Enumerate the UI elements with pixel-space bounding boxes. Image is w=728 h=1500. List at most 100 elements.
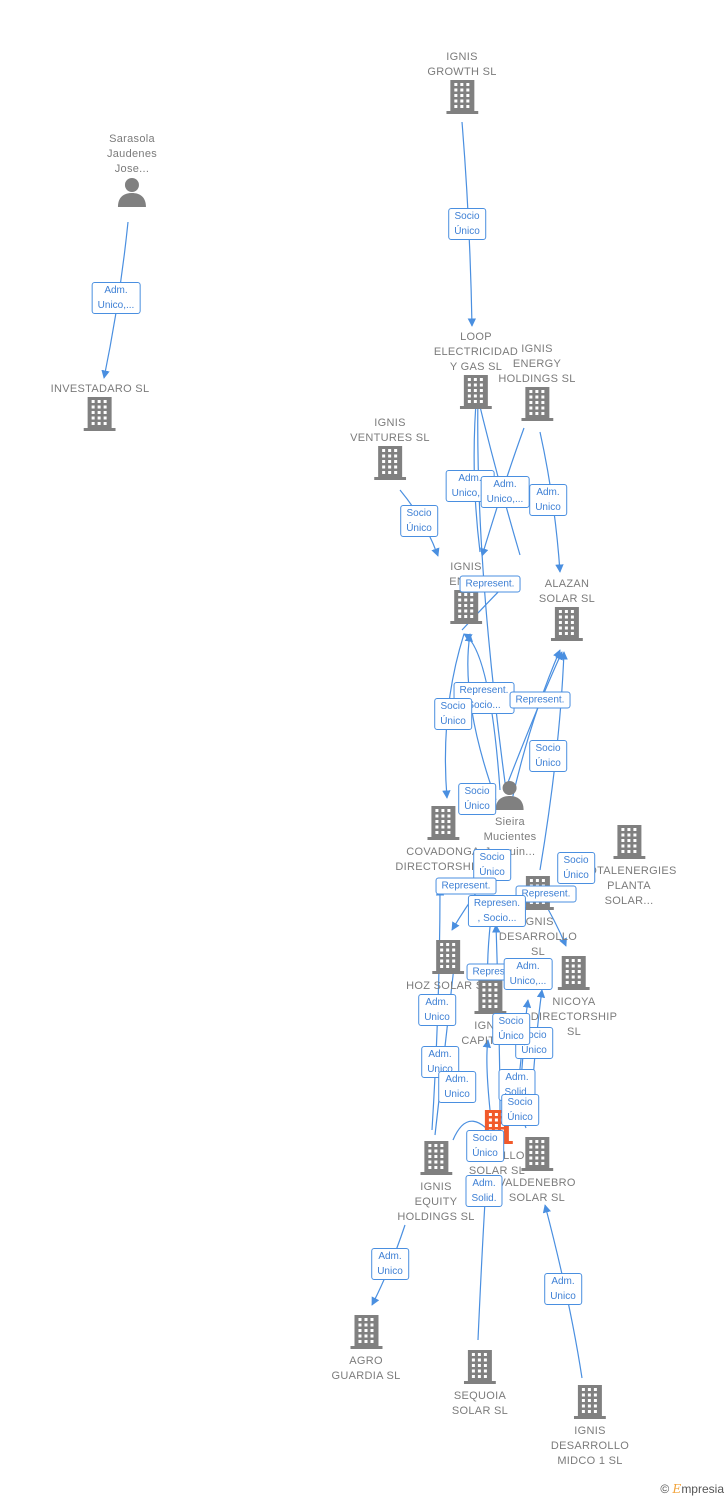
relation-label-line: Socio [535,743,561,754]
person-icon [117,177,147,212]
node-label-line: ALAZAN [544,578,590,590]
node-label-line: ENERGY [512,358,562,370]
relation-label-line: Represent. [465,578,515,590]
node-label-line: IGNIS [450,561,482,573]
relation-label[interactable]: Adm.Unico,... [503,958,553,990]
node-hoz-solar[interactable]: HOZ SOLAR SL [406,940,490,994]
node-investadaro[interactable]: INVESTADARO SL [51,382,150,436]
relation-label[interactable]: Represen., Socio... [467,895,527,927]
node-label-line: HOLDINGS SL [397,1211,475,1223]
edge-arrow [482,1039,492,1111]
building-icon [613,825,645,864]
relation-label[interactable]: Represent. [459,575,521,593]
node-label-line: Sarasola [109,133,155,145]
node-agro-guardia[interactable]: AGRO GUARDIA SL [331,1315,400,1384]
relation-label-line: Socio [498,1016,524,1027]
relation-label-line: Socio [521,1030,547,1041]
relation-label-line: Unico [444,1089,470,1100]
relation-label[interactable]: Represent. [435,877,497,895]
node-label-line: IGNIS [446,51,478,63]
node-label-line: VENTURES SL [350,432,430,444]
relation-label[interactable]: Adm.Unico,... [480,476,530,508]
relation-label-line: Represent. [459,685,509,696]
relation-label-line: Adm. [104,285,128,296]
node-label-line: SL [566,1026,582,1038]
relation-label-line: Único [535,758,561,769]
relation-label-line: Represent. [515,694,565,706]
relation-label-line: Unico [535,502,561,513]
relation-label-line: Socio [464,786,490,797]
relation-label-line: Adm. [536,487,560,498]
node-ignis-ener[interactable]: IGNISENE... [449,560,483,629]
building-icon [374,446,406,485]
edge-arrow [473,389,521,556]
relation-label-line: Socio... [467,700,501,711]
relation-label[interactable]: Adm.Unico [544,1273,582,1305]
relation-label[interactable]: Adm. Unico [529,484,567,516]
node-label-line: ELECTRICIDAD [433,346,519,358]
relation-label-line: Adm. [472,1178,496,1189]
relation-label-line: Adm. [505,1072,529,1083]
node-label-line: GROWTH SL [427,66,497,78]
relation-label[interactable]: Represent. [515,885,577,903]
brand-footer: © Empresia [660,1482,724,1496]
node-label-line: HOZ SOLAR SL [406,980,490,992]
node-label-line: LOOP [460,331,492,343]
brand-initial: E [672,1482,682,1496]
node-ignis-growth[interactable]: IGNIS GROWTH SL [427,50,496,119]
relation-label-line: Unico,... [97,300,135,311]
building-icon [558,956,590,995]
relation-label-line: Único [507,1112,533,1123]
relation-label-line: Solid. [471,1193,497,1204]
node-label-line: SEQUOIA [453,1390,507,1402]
relation-label[interactable]: Adm.Unico [438,1071,476,1103]
building-icon [432,940,464,979]
relation-label-line: Único [498,1031,524,1042]
relation-label[interactable]: Adm.Unico [418,994,456,1026]
relation-label-line: Solid. [504,1087,530,1098]
relation-label-line: Adm. [516,961,540,972]
node-label-line: VALDENEBRO [498,1177,576,1189]
node-label-line: PLANTA [607,880,651,892]
node-label-line: IGNIS [574,1425,606,1437]
relation-label[interactable]: Represent. [509,691,571,709]
building-icon [550,607,583,646]
node-label-line: AGRO [349,1355,383,1367]
relation-label[interactable]: Adm. Solid. [465,1175,503,1207]
building-icon [473,980,506,1019]
edge-arrow [511,649,561,801]
node-label-line: GUARDIA SL [331,1370,401,1382]
relation-label[interactable]: Adm. Unico,... [91,282,141,314]
relation-label-line: Socio [479,852,505,863]
brand-name: mpresia [681,1482,724,1496]
relation-label[interactable]: Adm.Unico [371,1248,409,1280]
